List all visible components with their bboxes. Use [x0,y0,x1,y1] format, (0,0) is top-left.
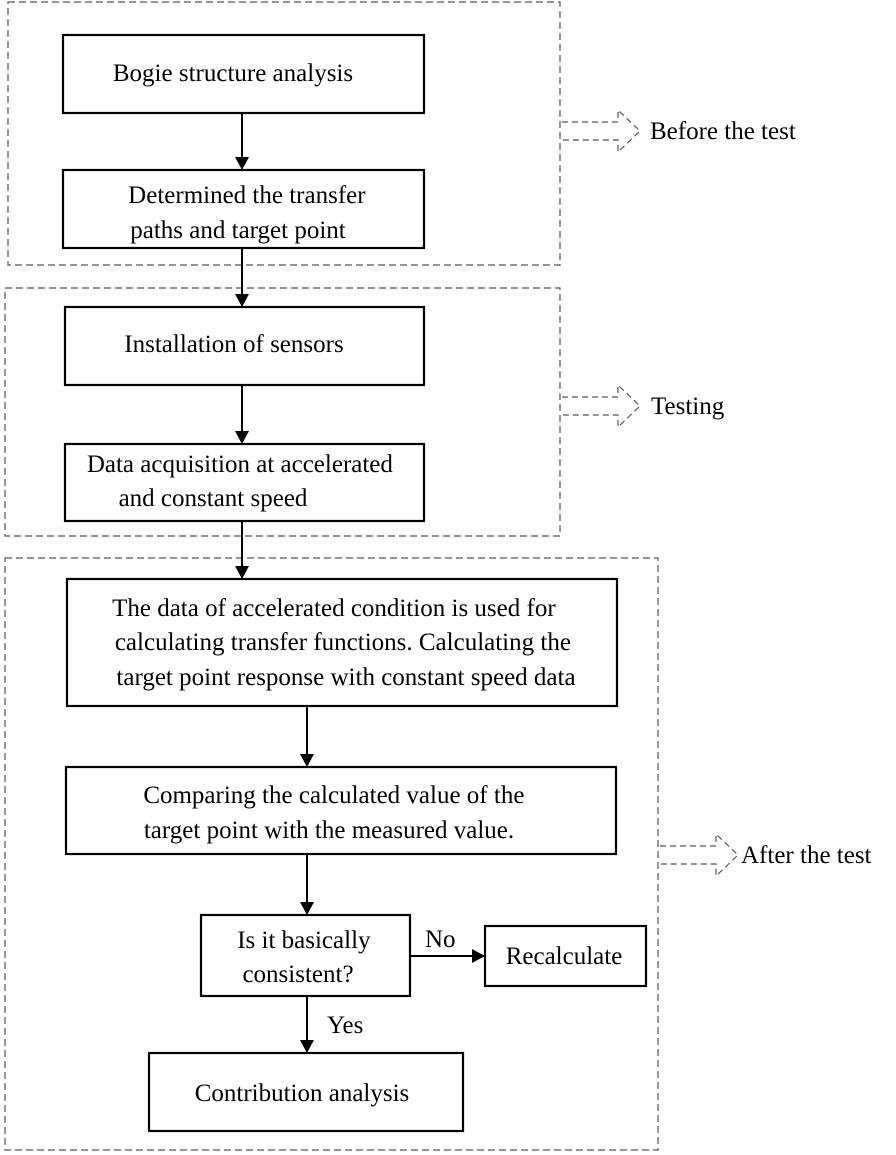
data-acquisition-text: Data acquisition at accelerated and cons… [87,451,399,512]
transfer-function-line-2: calculating transfer functions. Calculat… [115,629,571,656]
recalculate-text: Recalculate [506,943,623,970]
comparison-box [64,765,618,856]
arrowhead-compare-to-decision [300,902,314,915]
transfer-function-line-3: target point response with constant spee… [116,664,575,691]
before-test-label: Before the test [650,118,796,145]
arrowhead-decision-to-contribution [300,1040,314,1053]
contribution-analysis-box [147,1051,465,1133]
testing-label: Testing [651,393,725,420]
testing-frame [4,287,561,537]
data-acquisition-box [63,442,426,523]
sensor-installation-line-1: Installation of sensors [124,331,343,358]
sensor-installation-text: Installation of sensors [124,331,343,358]
consistency-decision-text: Is it basically consistent? [237,927,377,988]
before-test-frame [7,1,561,266]
comparison-line-2: target point with the measured value. [144,817,514,844]
arrowhead-decision-to-recalculate [472,949,485,963]
contribution-analysis-line-1: Contribution analysis [195,1080,410,1107]
transfer-paths-line-2: paths and target point [130,217,346,244]
arrowhead-bogie-to-paths [235,157,249,170]
transfer-paths-box [61,168,426,250]
bogie-analysis-box [61,33,426,115]
data-acquisition-line-1: Data acquisition at accelerated [87,451,394,478]
data-acquisition-line-2: and constant speed [119,485,308,512]
arrowhead-transfer-to-compare [300,754,314,767]
arrowhead-sensors-to-acquisition [235,431,249,444]
arrowhead-acquisition-to-transfer [235,566,249,579]
transfer-function-text: The data of accelerated condition is use… [112,595,577,691]
comparison-line-1: Comparing the calculated value of the [143,782,524,809]
consistency-decision-line-2: consistent? [242,961,353,988]
bogie-analysis-line-1: Bogie structure analysis [113,60,353,87]
bogie-analysis-text: Bogie structure analysis [113,60,353,87]
arrowhead-paths-to-sensors [235,294,249,307]
transfer-paths-text: Determined the transfer paths and target… [128,182,372,244]
recalculate-line-1: Recalculate [506,943,623,970]
yes-branch-label: Yes [327,1012,363,1039]
recalculate-box [483,924,648,988]
consistency-decision-box [199,913,412,998]
before-test-phase-arrow [562,108,641,154]
no-branch-label: No [425,926,456,953]
after-test-label: After the test [741,842,872,869]
transfer-paths-line-1: Determined the transfer [128,182,366,209]
sensor-installation-box [63,305,426,387]
comparison-text: Comparing the calculated value of the ta… [143,782,530,844]
testing-phase-arrow [562,383,641,429]
transfer-function-line-1: The data of accelerated condition is use… [112,595,556,622]
after-test-frame [4,557,659,1151]
transfer-function-box [65,577,619,708]
after-test-phase-arrow [660,832,739,878]
consistency-decision-line-1: Is it basically [237,927,371,954]
contribution-analysis-text: Contribution analysis [195,1080,410,1107]
